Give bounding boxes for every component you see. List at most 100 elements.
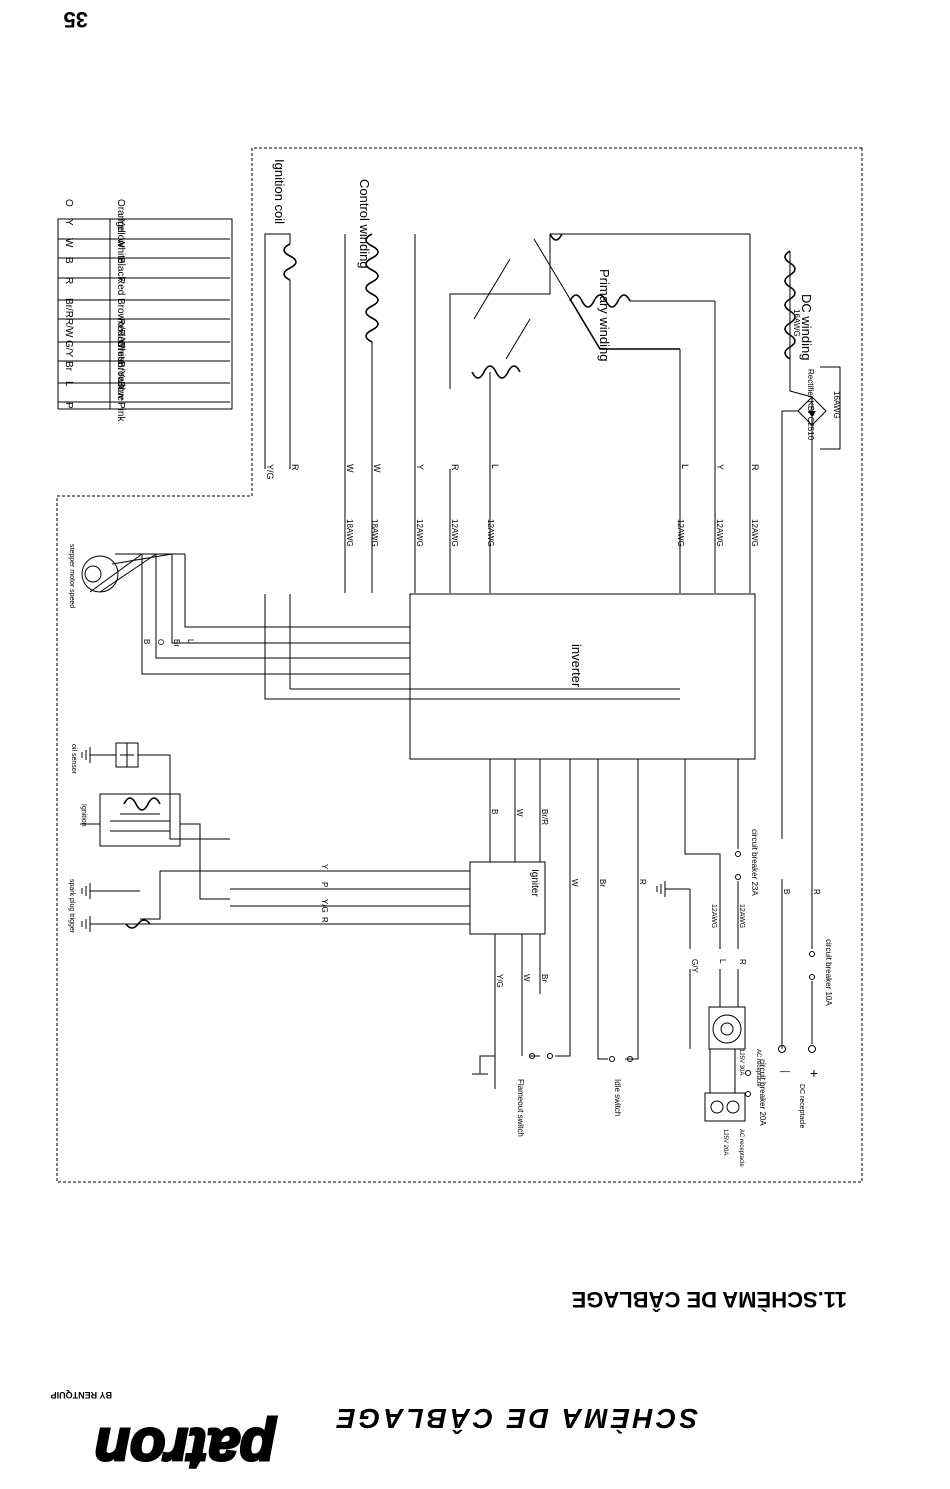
igniter-brr: Br/R: [540, 809, 549, 825]
color-table-code: L: [63, 381, 74, 387]
awg-label-5: 12AWG: [450, 519, 459, 547]
flameout-label: Flameout switch: [516, 1079, 525, 1137]
circuit-breaker-23a: circuit breaker 23A 12AWG 12AWG R L G/Y: [656, 759, 759, 973]
idle-switch: Idle switch W Br R: [570, 759, 647, 1116]
patron-logo: patron BY RENTQUIP: [51, 1390, 279, 1483]
color-table-name: Brown: [115, 361, 126, 389]
ac20-label: AC receptacle: [738, 1129, 744, 1167]
oil-sensor: oil sensor: [70, 742, 230, 840]
logo-tagline: BY RENTQUIP: [51, 1390, 112, 1400]
idle-br: Br: [598, 879, 607, 887]
logo-wordmark: patron: [95, 1416, 277, 1481]
spark-plug-trigger: spark plug trigger: [68, 870, 230, 934]
wire-label-w1: W: [372, 464, 382, 473]
awg-label-8: 18AWG: [345, 519, 354, 547]
rectifier-bridge: [781, 367, 827, 879]
breaker-12awg-a: 12AWG: [738, 904, 745, 928]
color-table-name: Red/White: [115, 318, 126, 365]
color-table-name: Blue: [115, 381, 126, 401]
breaker-r: R: [738, 959, 747, 965]
color-table-name: Black: [115, 257, 126, 282]
ac20-rating: 125V 20A: [722, 1129, 728, 1155]
awg-label-1: 12AWG: [750, 519, 759, 547]
awg-label-6: 12AWG: [415, 519, 424, 547]
color-table-code: Y: [63, 219, 74, 226]
ac30-label: AC receptacle: [755, 1049, 761, 1087]
igniter-p: P: [320, 882, 329, 887]
ac-receptacle-20a: circuit breaker 20A AC receptacle 125V 2…: [704, 1049, 767, 1167]
igniter-br2: Br: [540, 974, 549, 982]
color-table-name: White: [115, 238, 126, 264]
stepper-l: L: [186, 639, 195, 644]
wire-label-y2: Y: [415, 464, 425, 470]
diagram-border: [56, 147, 863, 1183]
dc-receptacle-label: DC receptacle: [798, 1084, 805, 1128]
wire-label-w2: W: [345, 464, 355, 473]
stepper-label: stepper motor speed: [68, 544, 75, 608]
color-table-code: B: [63, 257, 74, 264]
flameout-switch: Flameout switch: [472, 759, 571, 1137]
ignition-coil-label: Ignition coil: [272, 159, 287, 224]
color-table-code: W: [63, 238, 74, 248]
idle-w: W: [570, 879, 579, 887]
dc-minus: —: [780, 1066, 790, 1077]
igniter-b: B: [490, 809, 499, 814]
spark-plug-label: spark plug trigger: [68, 879, 75, 934]
primary-winding-label: Primary winding: [597, 269, 612, 361]
dc-r: R: [812, 889, 821, 895]
ac30-rating: 125V 30A: [738, 1049, 744, 1075]
stepper-o: O: [156, 639, 165, 645]
wire-label-l1: L: [680, 464, 690, 469]
rect-16awg-label: 16AWG: [832, 391, 841, 419]
color-table-name: Orange: [115, 199, 126, 233]
inverter-label: inverter: [569, 644, 584, 688]
wire-label-r3: R: [290, 464, 300, 471]
inverter: inverter: [409, 593, 756, 760]
idle-switch-label: Idle switch: [613, 1079, 622, 1116]
igniter: Igniter Y P Y/G R Br/R W B Br W Y/G: [230, 759, 549, 1089]
page-number: 35: [64, 7, 88, 32]
breaker23-label: circuit breaker 23A: [750, 829, 759, 896]
breaker-12awg-b: 12AWG: [710, 904, 717, 928]
ignition-module: Ignition: [80, 793, 230, 900]
stepper-br: Br: [172, 639, 181, 647]
color-table-name: Pink: [115, 402, 126, 422]
dc-b: B: [782, 889, 791, 894]
breaker20-label: circuit breaker 20A: [758, 1059, 767, 1126]
coil-pass-wires: [264, 594, 680, 700]
oil-sensor-label: oil sensor: [70, 744, 77, 775]
color-table-code: P: [63, 402, 74, 409]
banner-title: SCHÈMA DE CÂBLAGE: [334, 1403, 698, 1434]
wire-label-y1: Y: [715, 464, 725, 470]
breaker-l: L: [718, 959, 727, 964]
ignition-label: Ignition: [80, 804, 87, 827]
rectifier-label: Rectifier KBPC2510: [806, 369, 815, 441]
section-title: 11.SCHÈMA DE CÂBLAGE: [572, 1287, 847, 1312]
igniter-label: Igniter: [529, 869, 540, 897]
breaker10-label: circuit breaker 10A: [824, 939, 833, 1006]
igniter-yg: Y/G: [320, 899, 329, 913]
stepper-b: B: [142, 639, 151, 644]
dc-output: R B circuit breaker 10A + — DC receptacl…: [778, 879, 833, 1128]
wire-label-r1: R: [750, 464, 760, 471]
color-table-code: R: [63, 277, 74, 284]
wire-label-yg1: Y/G: [265, 464, 275, 480]
igniter-w2: W: [522, 974, 531, 982]
awg-label-2: 12AWG: [715, 519, 724, 547]
breaker-gy: G/Y: [690, 959, 699, 973]
ac-receptacle-30a: AC receptacle 125V 30A: [689, 969, 761, 1087]
igniter-w: W: [515, 809, 524, 817]
ignition-coil: Ignition coil: [264, 159, 297, 469]
harness-labels: R Y L L R Y W W R Y/G 12AWG 12AWG 12AWG …: [265, 464, 760, 547]
primary-winding: Primary winding: [414, 233, 751, 469]
color-table-code: Br/R: [63, 298, 74, 318]
awg-label-7: 18AWG: [370, 519, 379, 547]
dc-winding: DC winding 16AWG Rectifier KBPC2510 16AW…: [784, 250, 841, 450]
dc-16awg-label: 16AWG: [792, 309, 801, 337]
stepper-motor: stepper motor speed L Br O B: [68, 544, 410, 675]
color-table-code: Br: [63, 361, 74, 372]
color-table-code: R/W: [63, 318, 74, 338]
harness-wires: [344, 469, 751, 593]
igniter-r: R: [320, 917, 329, 923]
